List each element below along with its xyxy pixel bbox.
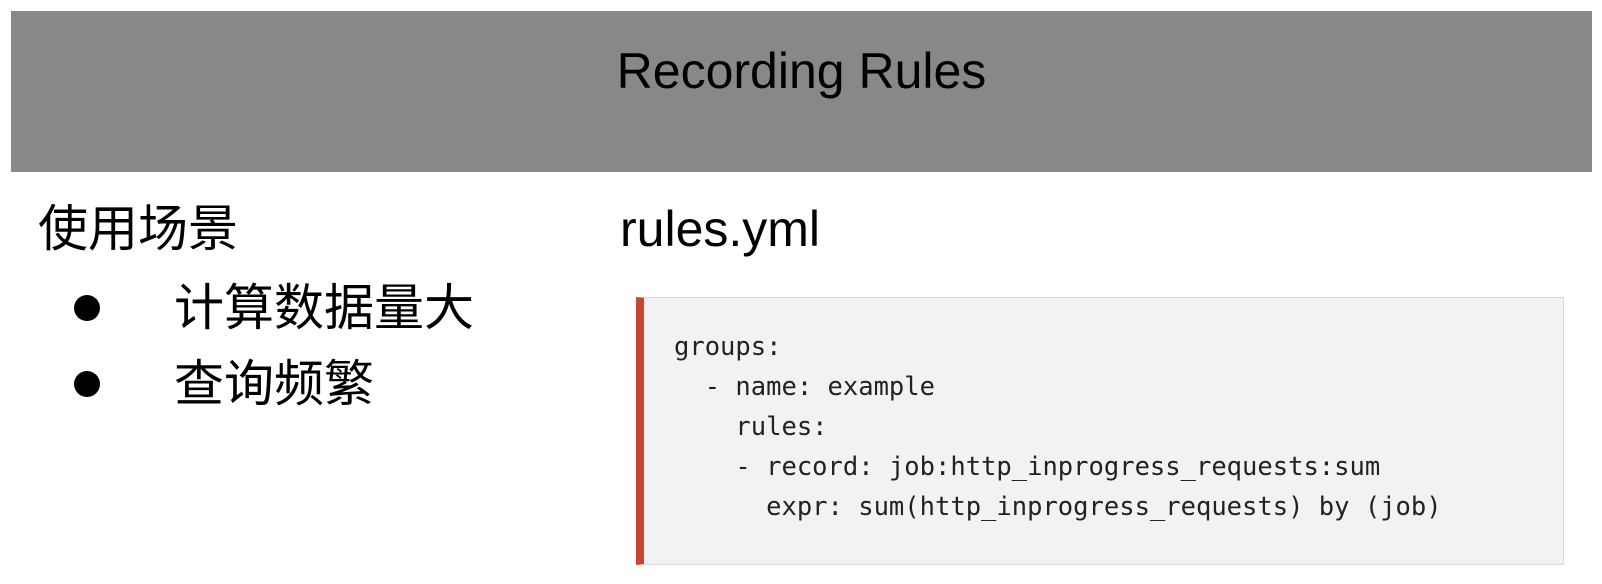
code-block: groups: - name: example rules: - record:… [636, 297, 1564, 565]
title-bar: Recording Rules [11, 11, 1592, 172]
bullet-text: 计算数据量大 [174, 279, 474, 337]
bullet-text: 查询频繁 [174, 355, 374, 413]
usage-scenarios-heading: 使用场景 [38, 200, 238, 258]
bullet-icon [74, 371, 100, 397]
list-item: 查询频繁 [74, 346, 474, 422]
usage-scenarios-list: 计算数据量大 查询频繁 [74, 270, 474, 422]
bullet-icon [74, 295, 100, 321]
code-content: groups: - name: example rules: - record:… [674, 332, 1442, 522]
slide-title: Recording Rules [616, 43, 987, 99]
file-name-heading: rules.yml [620, 201, 821, 257]
list-item: 计算数据量大 [74, 270, 474, 346]
